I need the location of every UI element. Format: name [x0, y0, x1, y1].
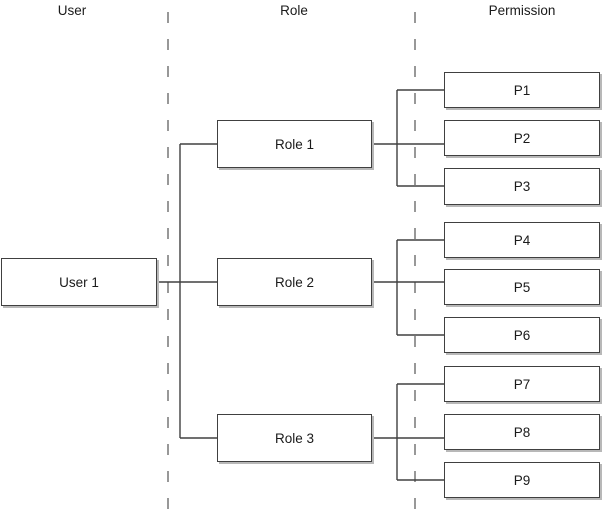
column-header-user: User [57, 3, 87, 18]
node-permission-p8: P8 [444, 414, 600, 450]
column-header-permission: Permission [488, 3, 556, 18]
node-role-1: Role 1 [217, 120, 372, 168]
node-role-2: Role 2 [217, 258, 372, 306]
node-permission-p4: P4 [444, 222, 600, 258]
node-permission-p2: P2 [444, 120, 600, 156]
node-permission-p7: P7 [444, 366, 600, 402]
node-permission-p5: P5 [444, 269, 600, 305]
node-permission-p9: P9 [444, 462, 600, 498]
node-role-3: Role 3 [217, 414, 372, 462]
node-permission-p6: P6 [444, 317, 600, 353]
node-user-1: User 1 [1, 258, 157, 306]
node-permission-p3: P3 [444, 168, 600, 205]
node-permission-p1: P1 [444, 72, 600, 108]
column-header-role: Role [280, 3, 308, 18]
